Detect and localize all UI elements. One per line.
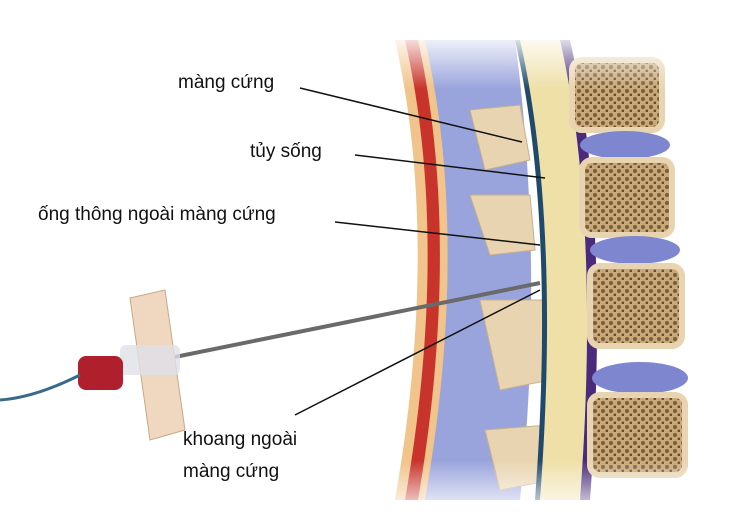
leader-line-spinal-cord: [354, 154, 546, 179]
leader-line-catheter: [334, 221, 541, 246]
label-epidural-space-line2: màng cứng: [183, 461, 280, 482]
label-epidural-space-line1: khoang ngoài: [183, 429, 298, 450]
label-dura: màng cứng: [178, 72, 275, 93]
leader-line-epidural-space: [294, 289, 541, 416]
leader-line-dura: [299, 87, 523, 143]
leader-lines: [294, 87, 546, 416]
label-catheter: ống thông ngoài màng cứng: [38, 204, 276, 225]
epidural-needle: [0, 281, 541, 441]
label-spinal-cord: tủy sống: [250, 141, 322, 162]
